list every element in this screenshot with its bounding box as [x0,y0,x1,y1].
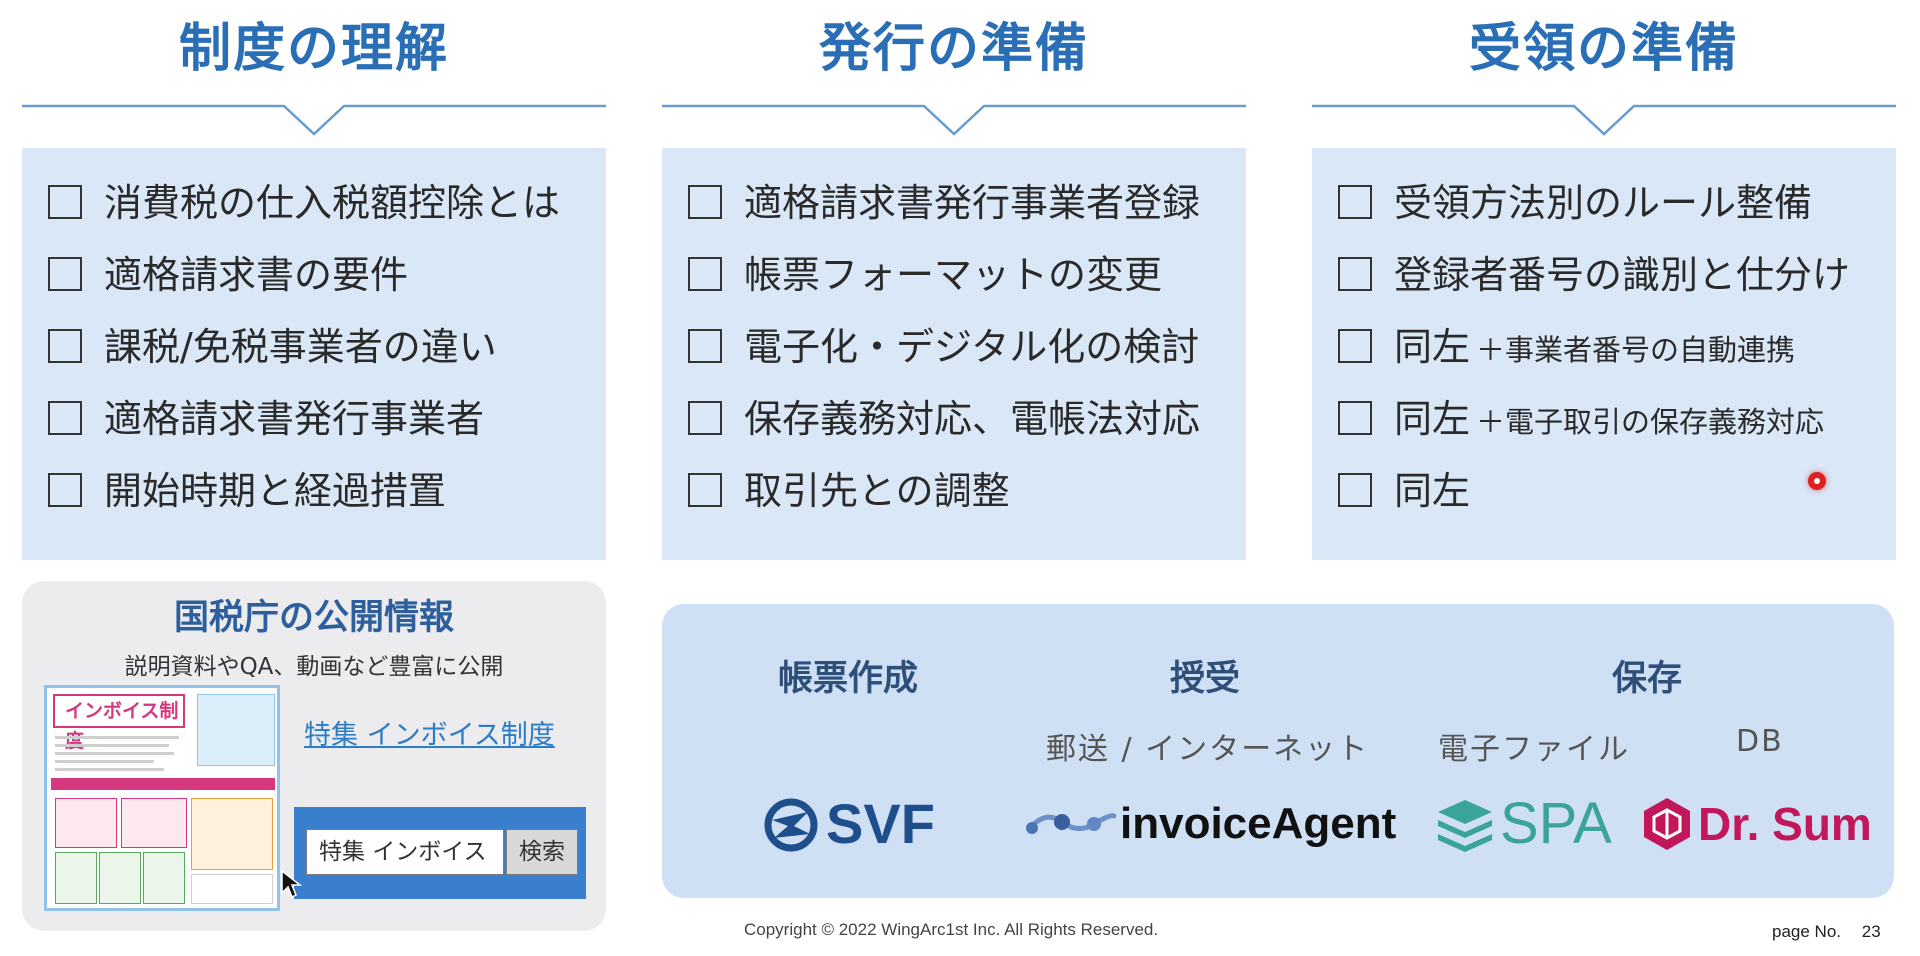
invoiceagent-logo-text: invoiceAgent [1120,799,1397,848]
copyright-text: Copyright © 2022 WingArc1st Inc. All Rig… [744,920,1159,939]
flyer-tile [99,852,141,904]
title-divider [22,94,606,140]
flyer-tile [191,798,273,870]
checkbox-icon[interactable] [1338,329,1372,363]
checkbox-icon[interactable] [48,329,82,363]
page-number: page No. 23 [1772,922,1881,942]
checkbox-icon[interactable] [688,401,722,435]
checklist-understanding: 消費税の仕入税額控除とは 適格請求書の要件 課税/免税事業者の違い 適格請求書発… [22,148,606,560]
search-input[interactable]: 特集 インボイス [306,829,504,875]
heading-form-creation: 帳票作成 [778,659,919,699]
heading-storage: 保存 [1612,659,1683,699]
drsum-mark-icon [1644,798,1690,850]
flyer-illustration [197,694,275,766]
mouse-cursor-icon [281,869,302,899]
svf-logo-text: SVF [826,792,935,855]
flyer-text-lines [55,736,179,776]
search-button[interactable]: 検索 [506,829,578,875]
search-box: 特集 インボイス 検索 [294,807,586,899]
nta-subtitle: 説明資料やQA、動画など豊富に公開 [124,654,504,680]
sub-electronic-file: 電子ファイル [1438,732,1630,767]
spa-logo-text: SPA [1500,791,1612,856]
checklist-item: 適格請求書発行事業者 [48,394,484,444]
checklist-item: 開始時期と経過措置 [48,466,446,516]
checklist-item: 課税/免税事業者の違い [48,322,497,372]
nta-title: 国税庁の公開情報 [173,598,454,638]
invoiceagent-mark-icon [1026,813,1116,834]
drsum-logo-text: Dr. Sum [1698,798,1872,850]
checklist-item: 適格請求書の要件 [48,250,408,300]
invoice-feature-link[interactable]: 特集 インボイス制度 [304,720,555,751]
spa-logo: SPA [1436,784,1626,864]
checkbox-icon[interactable] [1338,401,1372,435]
flyer-header: インボイス制度 [53,694,185,752]
checkbox-icon[interactable] [1338,257,1372,291]
flyer-tile [55,798,117,848]
checklist-item: 登録者番号の識別と仕分け [1338,250,1850,300]
svf-logo: SVF [764,784,944,864]
checklist-item: 受領方法別のルール整備 [1338,178,1812,228]
flyer-tile [143,852,185,904]
spa-mark-icon [1438,800,1492,852]
column-title-understanding: 制度の理解 [178,19,449,79]
sub-db: DB [1736,724,1784,759]
checkbox-icon[interactable] [688,257,722,291]
laser-pointer-dot [1808,472,1826,490]
checklist-item: 保存義務対応、電帳法対応 [688,394,1200,444]
title-divider [662,94,1246,140]
checklist-item: 取引先との調整 [688,466,1010,516]
checklist-item: 適格請求書発行事業者登録 [688,178,1200,228]
checkbox-icon[interactable] [1338,473,1372,507]
heading-exchange: 授受 [1170,659,1241,699]
checkbox-icon[interactable] [688,473,722,507]
sub-post-internet: 郵送 / インターネット [1046,732,1370,767]
flyer-band [51,778,275,790]
flyer-tile [191,874,273,904]
checklist-issuing: 適格請求書発行事業者登録 帳票フォーマットの変更 電子化・デジタル化の検討 保存… [662,148,1246,560]
invoice-flyer-thumbnail[interactable]: インボイス制度 [44,685,280,911]
flyer-tile [121,798,187,848]
page-label: page No. [1772,922,1841,941]
product-tools-panel: 帳票作成 授受 保存 郵送 / インターネット 電子ファイル DB SVF in… [662,604,1894,898]
checkbox-icon[interactable] [688,329,722,363]
drsum-logo: Dr. Sum [1642,784,1878,864]
checklist-item: 同左＋電子取引の保存義務対応 [1338,394,1824,447]
checkbox-icon[interactable] [1338,185,1372,219]
checkbox-icon[interactable] [48,401,82,435]
flyer-tile [55,852,97,904]
checkbox-icon[interactable] [48,185,82,219]
checklist-item: 同左 [1338,466,1470,516]
checklist-item: 同左＋事業者番号の自動連携 [1338,322,1795,375]
checkbox-icon[interactable] [48,473,82,507]
page-number-value: 23 [1861,922,1881,941]
checklist-receiving: 受領方法別のルール整備 登録者番号の識別と仕分け 同左＋事業者番号の自動連携 同… [1312,148,1896,560]
nta-info-panel: 国税庁の公開情報 説明資料やQA、動画など豊富に公開 インボイス制度 特集 イン… [22,581,606,931]
checklist-item: 帳票フォーマットの変更 [688,250,1162,300]
checklist-item: 電子化・デジタル化の検討 [688,322,1199,372]
checklist-item: 消費税の仕入税額控除とは [48,178,560,228]
svf-mark-icon [764,798,818,852]
title-divider [1312,94,1896,140]
column-title-receiving: 受領の準備 [1468,19,1739,79]
invoiceagent-logo: invoiceAgent [1024,784,1397,864]
checkbox-icon[interactable] [688,185,722,219]
column-title-issuing: 発行の準備 [818,19,1089,79]
checkbox-icon[interactable] [48,257,82,291]
